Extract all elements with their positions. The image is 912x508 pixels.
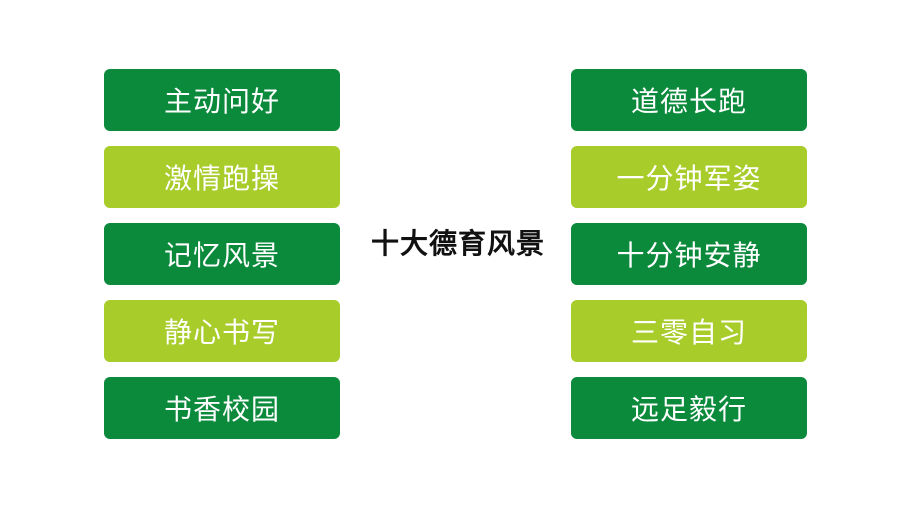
item-box: 静心书写: [104, 300, 340, 362]
item-box: 激情跑操: [104, 146, 340, 208]
left-column: 主动问好 激情跑操 记忆风景 静心书写 书香校园: [104, 69, 340, 454]
item-label: 一分钟军姿: [616, 162, 762, 195]
item-box: 道德长跑: [571, 69, 807, 131]
item-box: 十分钟安静: [571, 223, 807, 285]
item-label: 主动问好: [163, 85, 280, 118]
item-box: 书香校园: [104, 377, 340, 439]
item-label: 静心书写: [163, 316, 280, 349]
item-label: 书香校园: [163, 393, 280, 426]
item-box: 主动问好: [104, 69, 340, 131]
item-box: 三零自习: [571, 300, 807, 362]
item-box: 记忆风景: [104, 223, 340, 285]
item-label: 三零自习: [630, 316, 747, 349]
item-label: 激情跑操: [163, 162, 280, 195]
item-label: 远足毅行: [630, 393, 747, 426]
item-label: 十分钟安静: [616, 239, 762, 272]
right-column: 道德长跑 一分钟军姿 十分钟安静 三零自习 远足毅行: [571, 69, 807, 454]
item-box: 远足毅行: [571, 377, 807, 439]
item-label: 记忆风景: [163, 239, 280, 272]
item-label: 道德长跑: [630, 85, 747, 118]
item-box: 一分钟军姿: [571, 146, 807, 208]
diagram-title: 十大德育风景: [370, 227, 545, 260]
